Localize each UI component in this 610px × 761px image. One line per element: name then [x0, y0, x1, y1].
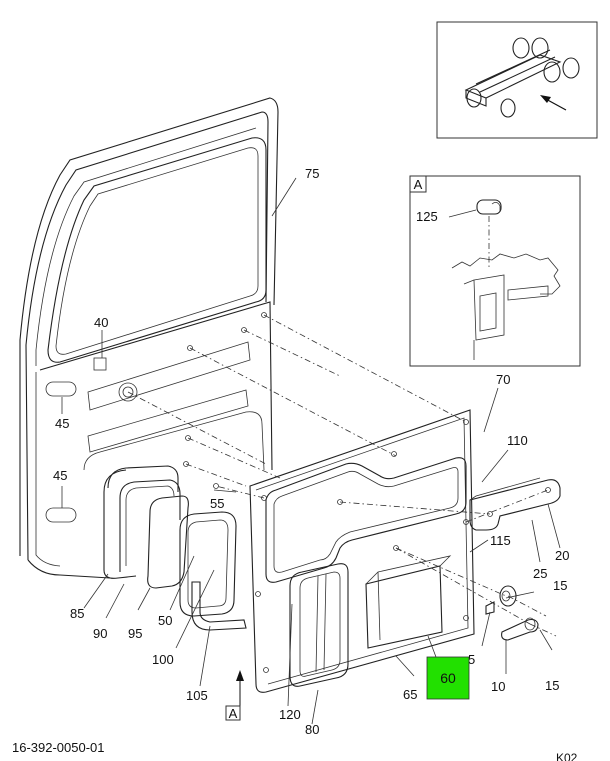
callout-65: 65 [403, 687, 417, 702]
callout-45-lower: 45 [53, 468, 67, 483]
door-trim-panel [183, 312, 475, 693]
door-frame [19, 97, 279, 579]
callout-60-highlight[interactable] [426, 656, 470, 700]
screw-5 [485, 601, 495, 615]
detail-a-tag: A [414, 177, 423, 192]
detail-a-marker-label: A [229, 706, 238, 721]
drawing-number: 16-392-0050-01 [12, 740, 105, 755]
callout-90: 90 [93, 626, 107, 641]
door-panel-section [451, 253, 561, 360]
location-arrow-icon [540, 95, 567, 111]
lever-10 [501, 617, 539, 641]
callout-25: 25 [533, 566, 547, 581]
clip-125-icon [476, 199, 502, 215]
callout-15-upper: 15 [553, 578, 567, 593]
detail-a-marker: A [225, 670, 244, 721]
callout-5: 5 [468, 652, 475, 667]
detail-a-inset: A 125 [409, 175, 581, 367]
callout-70: 70 [496, 372, 510, 387]
frame-50 [179, 511, 237, 617]
callout-15-lower: 15 [545, 678, 559, 693]
callout-60: 60 [440, 670, 456, 686]
callout-85: 85 [70, 606, 84, 621]
seal-90 [119, 479, 181, 572]
callout-100: 100 [152, 652, 174, 667]
sheet-code: K02 [556, 751, 578, 761]
callout-115: 115 [490, 533, 511, 548]
callout-10: 10 [491, 679, 505, 694]
callout-45-upper: 45 [55, 416, 69, 431]
callout-95: 95 [128, 626, 142, 641]
callout-120: 120 [279, 707, 301, 722]
callout-50: 50 [158, 613, 172, 628]
handle-100 [191, 581, 247, 631]
gasket-85 [103, 465, 179, 579]
alignment-lines [127, 314, 557, 637]
callout-125: 125 [416, 209, 438, 224]
callout-20: 20 [555, 548, 569, 563]
truck-chassis-icon [464, 37, 580, 118]
glass-95 [147, 495, 189, 589]
vehicle-locator-inset [436, 21, 598, 139]
callout-40: 40 [94, 315, 108, 330]
callout-105: 105 [186, 688, 208, 703]
callout-55: 55 [210, 496, 224, 511]
callout-110: 110 [507, 433, 528, 448]
callout-75: 75 [305, 166, 319, 181]
pull-handle-20 [469, 477, 561, 531]
callout-80: 80 [305, 722, 319, 737]
